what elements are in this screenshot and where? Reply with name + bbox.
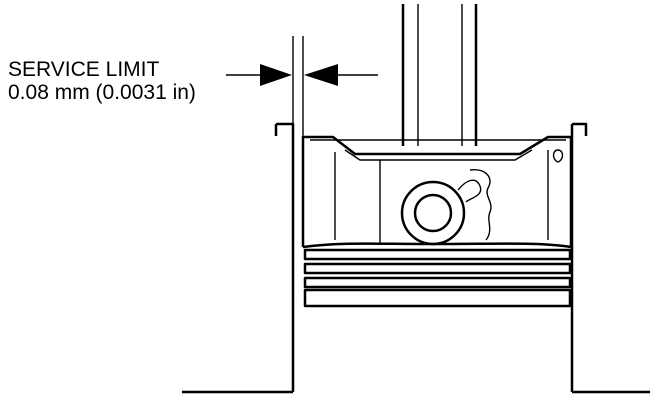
connecting-rod	[401, 4, 478, 146]
cylinder-wall-left	[182, 122, 295, 394]
piston-rings	[303, 248, 572, 308]
piston	[301, 135, 573, 249]
service-limit-value: 0.08 mm (0.0031 in)	[8, 81, 196, 104]
service-limit-title: SERVICE LIMIT	[8, 58, 159, 81]
clearance-arrow-left	[226, 64, 292, 86]
piston-pin-inner	[413, 193, 453, 233]
piston-ring-oil	[303, 288, 572, 308]
piston-ring-1	[303, 248, 572, 261]
clearance-arrow-right	[304, 64, 378, 86]
piston-ring-3	[303, 276, 572, 289]
piston-ring-2	[303, 262, 572, 275]
cylinder-wall-right	[570, 122, 650, 394]
